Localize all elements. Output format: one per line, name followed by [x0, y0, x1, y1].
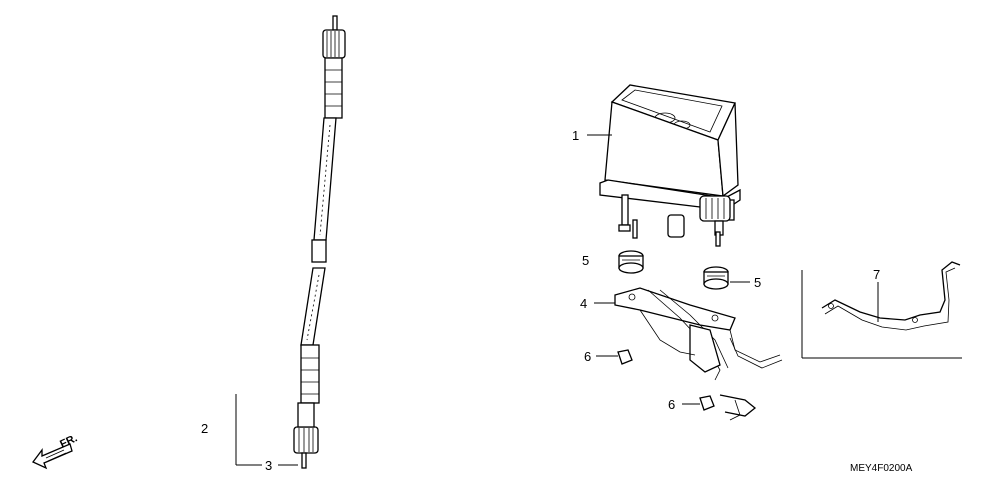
callout-7: 7 [873, 267, 880, 282]
grommet-right [703, 266, 729, 290]
speedometer-cable [293, 15, 346, 469]
callout-3: 3 [265, 458, 272, 473]
front-direction-arrow-icon [31, 443, 73, 470]
meter-bracket [614, 287, 783, 421]
nut-right [699, 395, 715, 411]
speedometer-unit [599, 84, 741, 247]
diagram-code: MEY4F0200A [850, 463, 913, 474]
callout-5-left: 5 [582, 253, 589, 268]
wire-stay [821, 261, 961, 331]
direction-marker-label: FR. [58, 432, 79, 450]
nut-left [617, 349, 633, 365]
callout-2: 2 [201, 421, 208, 436]
callout-1: 1 [572, 128, 579, 143]
callout-4: 4 [580, 296, 587, 311]
grommet-left [618, 250, 644, 274]
callout-6-left: 6 [584, 349, 591, 364]
callout-6-right: 6 [668, 397, 675, 412]
callout-5-right: 5 [754, 275, 761, 290]
